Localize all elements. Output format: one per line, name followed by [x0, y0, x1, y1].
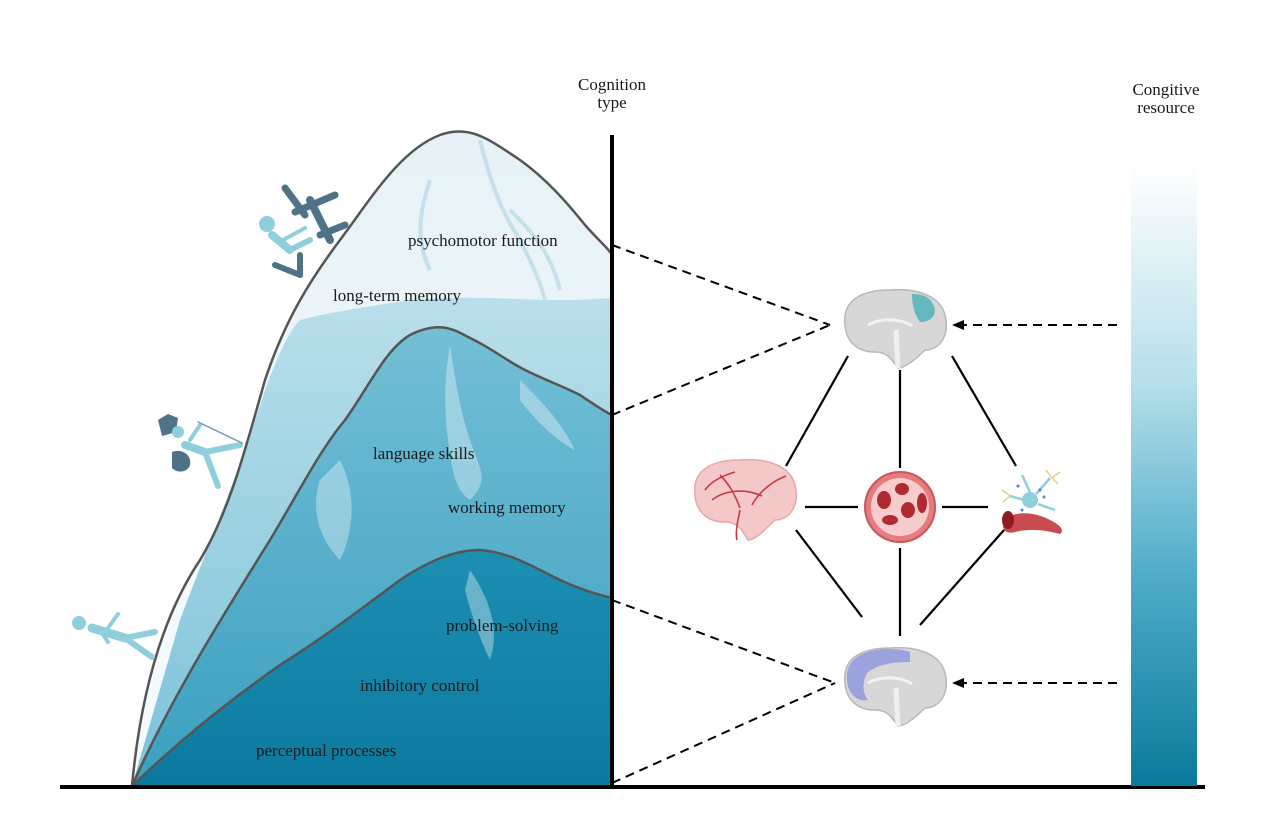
exercise-machine-climber-icon [259, 184, 349, 278]
label-problem-solving: problem-solving [446, 616, 559, 635]
mountain-outline-base [131, 548, 613, 787]
mountain [130, 130, 614, 787]
cognition-type-header-line2: type [597, 93, 626, 112]
arrowhead-top-icon [952, 320, 964, 330]
dash-bottom-lower [611, 682, 836, 784]
brain-parietal-highlight-icon [844, 288, 947, 369]
dash-top-upper [611, 244, 831, 326]
cognition-type-header-line1: Cognition [578, 75, 647, 94]
dash-bottom-upper [611, 599, 836, 684]
snow-cracks [418, 139, 562, 301]
brain-vasculature-icon [694, 458, 797, 541]
falling-climber-icon [72, 612, 158, 660]
label-perceptual-processes: perceptual processes [256, 741, 396, 760]
blood-cells-vessel-icon [864, 471, 936, 543]
cognitive-resource-bar [1131, 165, 1197, 786]
mountain-outline-top [130, 130, 614, 787]
rope-climber-icon [158, 414, 243, 489]
mountain-outline-middle [130, 326, 613, 787]
dash-top-lower [611, 324, 831, 416]
mountain-base-layer [132, 550, 612, 786]
network-edges [785, 355, 1017, 636]
label-long-term-memory: long-term memory [333, 286, 461, 305]
brain-frontal-highlight-icon [844, 646, 947, 727]
label-working-memory: working memory [448, 498, 566, 517]
cognitive-resource-header-line2: resource [1137, 98, 1195, 117]
ice-texture [316, 345, 575, 660]
arrowhead-bottom-icon [952, 678, 964, 688]
layer-labels: psychomotor function long-term memory la… [256, 231, 566, 760]
label-psychomotor-function: psychomotor function [408, 231, 558, 250]
label-language-skills: language skills [373, 444, 475, 463]
neurovascular-unit-icon [1001, 469, 1062, 534]
cognitive-resource-header-line1: Congitive [1132, 80, 1199, 99]
dashed-connectors [611, 244, 1117, 784]
label-inhibitory-control: inhibitory control [360, 676, 480, 695]
